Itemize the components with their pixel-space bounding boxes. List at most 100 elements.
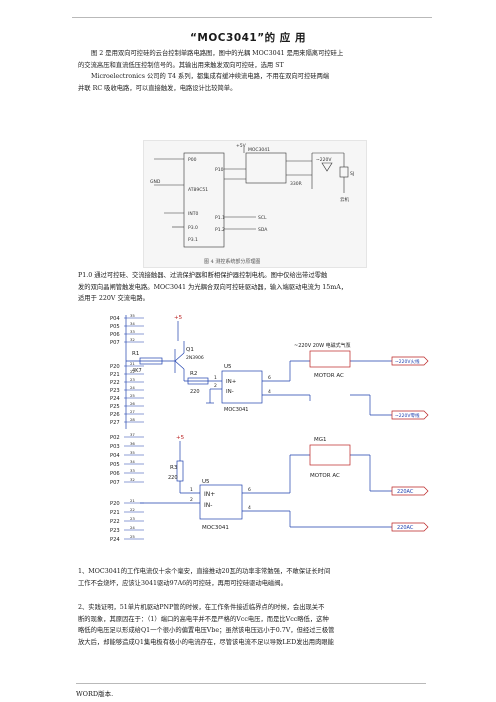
text-line: 断的现象，其原因在于：（1）端口的高电平并不是严格的Vcc电压，而是比Vcc略低… [78,615,329,623]
text-line: 2、实践证明，51单片机驱动PNP管的时候，在工作条件接近临界点的时候，会出现关… [78,604,325,611]
label-q1: Q1 [186,347,194,353]
port-label: P22 [110,519,120,525]
label-r2-value: 220 [190,389,200,395]
intro-paragraph: 图 2 是用双向可控硅的云台控制单路电路图，图中的光耦 MOC3041 是用来隔… [78,48,422,94]
description-paragraph: P1.0 通过可控硅、交流接触器、过流保护器和断相保护器控制电机。图中仅给出带过… [78,270,422,305]
port-label: P27 [110,420,120,426]
port-label: P05 [110,324,120,330]
label-part: MOC3041 [202,525,229,531]
label-fire-line: ~220V火线 [395,358,420,365]
label-pin4: 4 [248,505,251,511]
figure-caption: 图 4 测控系统部分原理图 [204,259,261,265]
label-vcc: +5 [176,435,185,441]
footer-text: WORD版本. [76,690,114,698]
pin-number: 23 [130,516,135,521]
pin-number: 32 [130,337,135,342]
label-pin2: 2 [190,497,193,503]
text-line: 并联 RC 吸收电路，可以直接触发，电路设计比较简单。 [78,84,237,92]
port-label: P06 [110,332,120,338]
pin-number: 33 [130,468,135,473]
label-scl: SCL [258,215,267,221]
port-label: P24 [110,537,120,543]
label-ac220: ~220V [316,157,332,163]
label-mg1: MG1 [314,437,327,443]
label-part: MOC3041 [224,407,248,413]
label-p31: P3.1 [188,237,198,243]
label-u5: U5 [202,479,210,485]
label-gnd: GND [150,179,161,185]
pin-number: 21 [130,498,135,503]
label-pin6: 6 [248,487,251,493]
page-title: “MOC3041”的 应 用 [190,32,306,44]
port-label: P24 [110,396,120,402]
label-in-minus: IN- [204,502,212,509]
port-label: P20 [110,501,120,507]
text-line: 放大后，却能够造成Q1集电极有极小的电流存在，尽管该电流不足以导致LED发出用肉… [78,638,334,646]
pin-number: 24 [130,385,135,390]
label-p10: P10 [215,167,224,173]
label-vcc: +5 [174,315,183,321]
label-330r: 330R [290,181,302,187]
text-line: 图 2 是用双向可控硅的云台控制单路电路图，图中的光耦 MOC3041 是用来隔… [91,50,344,57]
label-ac-bottom: 220AC [397,525,414,531]
label-5v: +5V [236,143,247,149]
pin-number: 27 [130,409,135,414]
pin-number: 22 [130,507,135,512]
label-pin1: 1 [214,375,217,381]
label-pin2: 2 [214,383,217,389]
port-label: P07 [110,480,120,486]
pin-number: 26 [130,401,135,406]
port-label: P02 [110,435,120,441]
label-p00: P00 [188,157,197,163]
footer-rule [76,683,426,684]
pin-number: 34 [130,321,135,326]
label-cpu: AT89C51 [188,187,208,193]
port-label: P22 [110,380,120,386]
text-line: 发的双向晶闸管触发电路。MOC3041 为光耦合双向可控硅驱动器，输入端驱动电流… [78,283,348,291]
pin-number: 32 [130,477,135,482]
port-label: P06 [110,471,120,477]
pin-number: 37 [130,433,135,437]
port-label: P20 [110,364,120,370]
text-line: 略低的电压足以形成给Q1一个很小的偏置电压Vbe；虽然该电压远小于0.7V，但经… [78,627,335,634]
text-line: 适用于 220V 交流电路。 [78,295,149,302]
label-int0: INT0 [188,211,198,217]
label-ac-top: 220AC [397,489,414,495]
label-p30: P3.0 [188,225,198,231]
label-motor: 云机 [340,196,349,203]
text-line: P1.0 通过可控硅、交流接触器、过流保护器和断相保护器控制电机。图中仅给出带过… [78,272,328,279]
text-line: 工作不会烧坏，应该让3041驱动97A6的可控硅，再用可控硅驱动电磁阀。 [78,579,287,587]
port-label: P04 [110,316,120,322]
label-in-plus: IN+ [204,491,215,498]
port-label: P23 [110,528,120,534]
port-label: P07 [110,340,120,346]
label-in-minus: IN- [226,389,234,395]
port-label: P05 [110,462,120,468]
pin-number: 35 [130,313,135,318]
label-sda: SDA [258,227,268,233]
figure-control-system: P00 P10 AT89C51 INT0 P3.0 P3.1 P1.1 P1.2… [143,140,367,268]
pin-number: 25 [130,534,135,539]
pin-number: 25 [130,393,135,398]
header-rule [72,17,432,18]
label-sj: SJ [350,171,354,177]
label-in-plus: IN+ [226,379,237,385]
label-pin4: 4 [268,389,271,395]
label-r1: R1 [132,351,139,357]
label-r3-value: 220 [168,475,178,481]
label-load: ~220V 20W 电磁式气泵 [294,342,351,349]
pin-number: 24 [130,525,135,530]
label-r1-value: 4K7 [132,368,142,374]
text-line: 的交流高压和直流低压控制信号的。其输出用来触发双向可控硅，选用 ST [78,61,284,69]
label-r3: R3 [170,465,178,471]
note-paragraph-2: 2、实践证明，51单片机驱动PNP管的时候，在工作条件接近临界点的时候，会出现关… [78,602,422,648]
port-label: P25 [110,404,120,410]
label-pin6: 6 [268,375,271,381]
note-paragraph-1: 1、MOC3041的工作电流仅十余个毫安，直接推动20瓦的功率非常勉强，不敢保证… [78,566,422,589]
label-motor: MOTOR AC [314,373,344,379]
motor-driver-svg: P0237P0336P0435P0534P0633P0732P2021P2122… [110,432,429,543]
control-schematic: P00 P10 AT89C51 INT0 P3.0 P3.1 P1.1 P1.2… [150,143,354,248]
label-p11: P1.1 [215,215,225,221]
port-label: P21 [110,372,120,378]
